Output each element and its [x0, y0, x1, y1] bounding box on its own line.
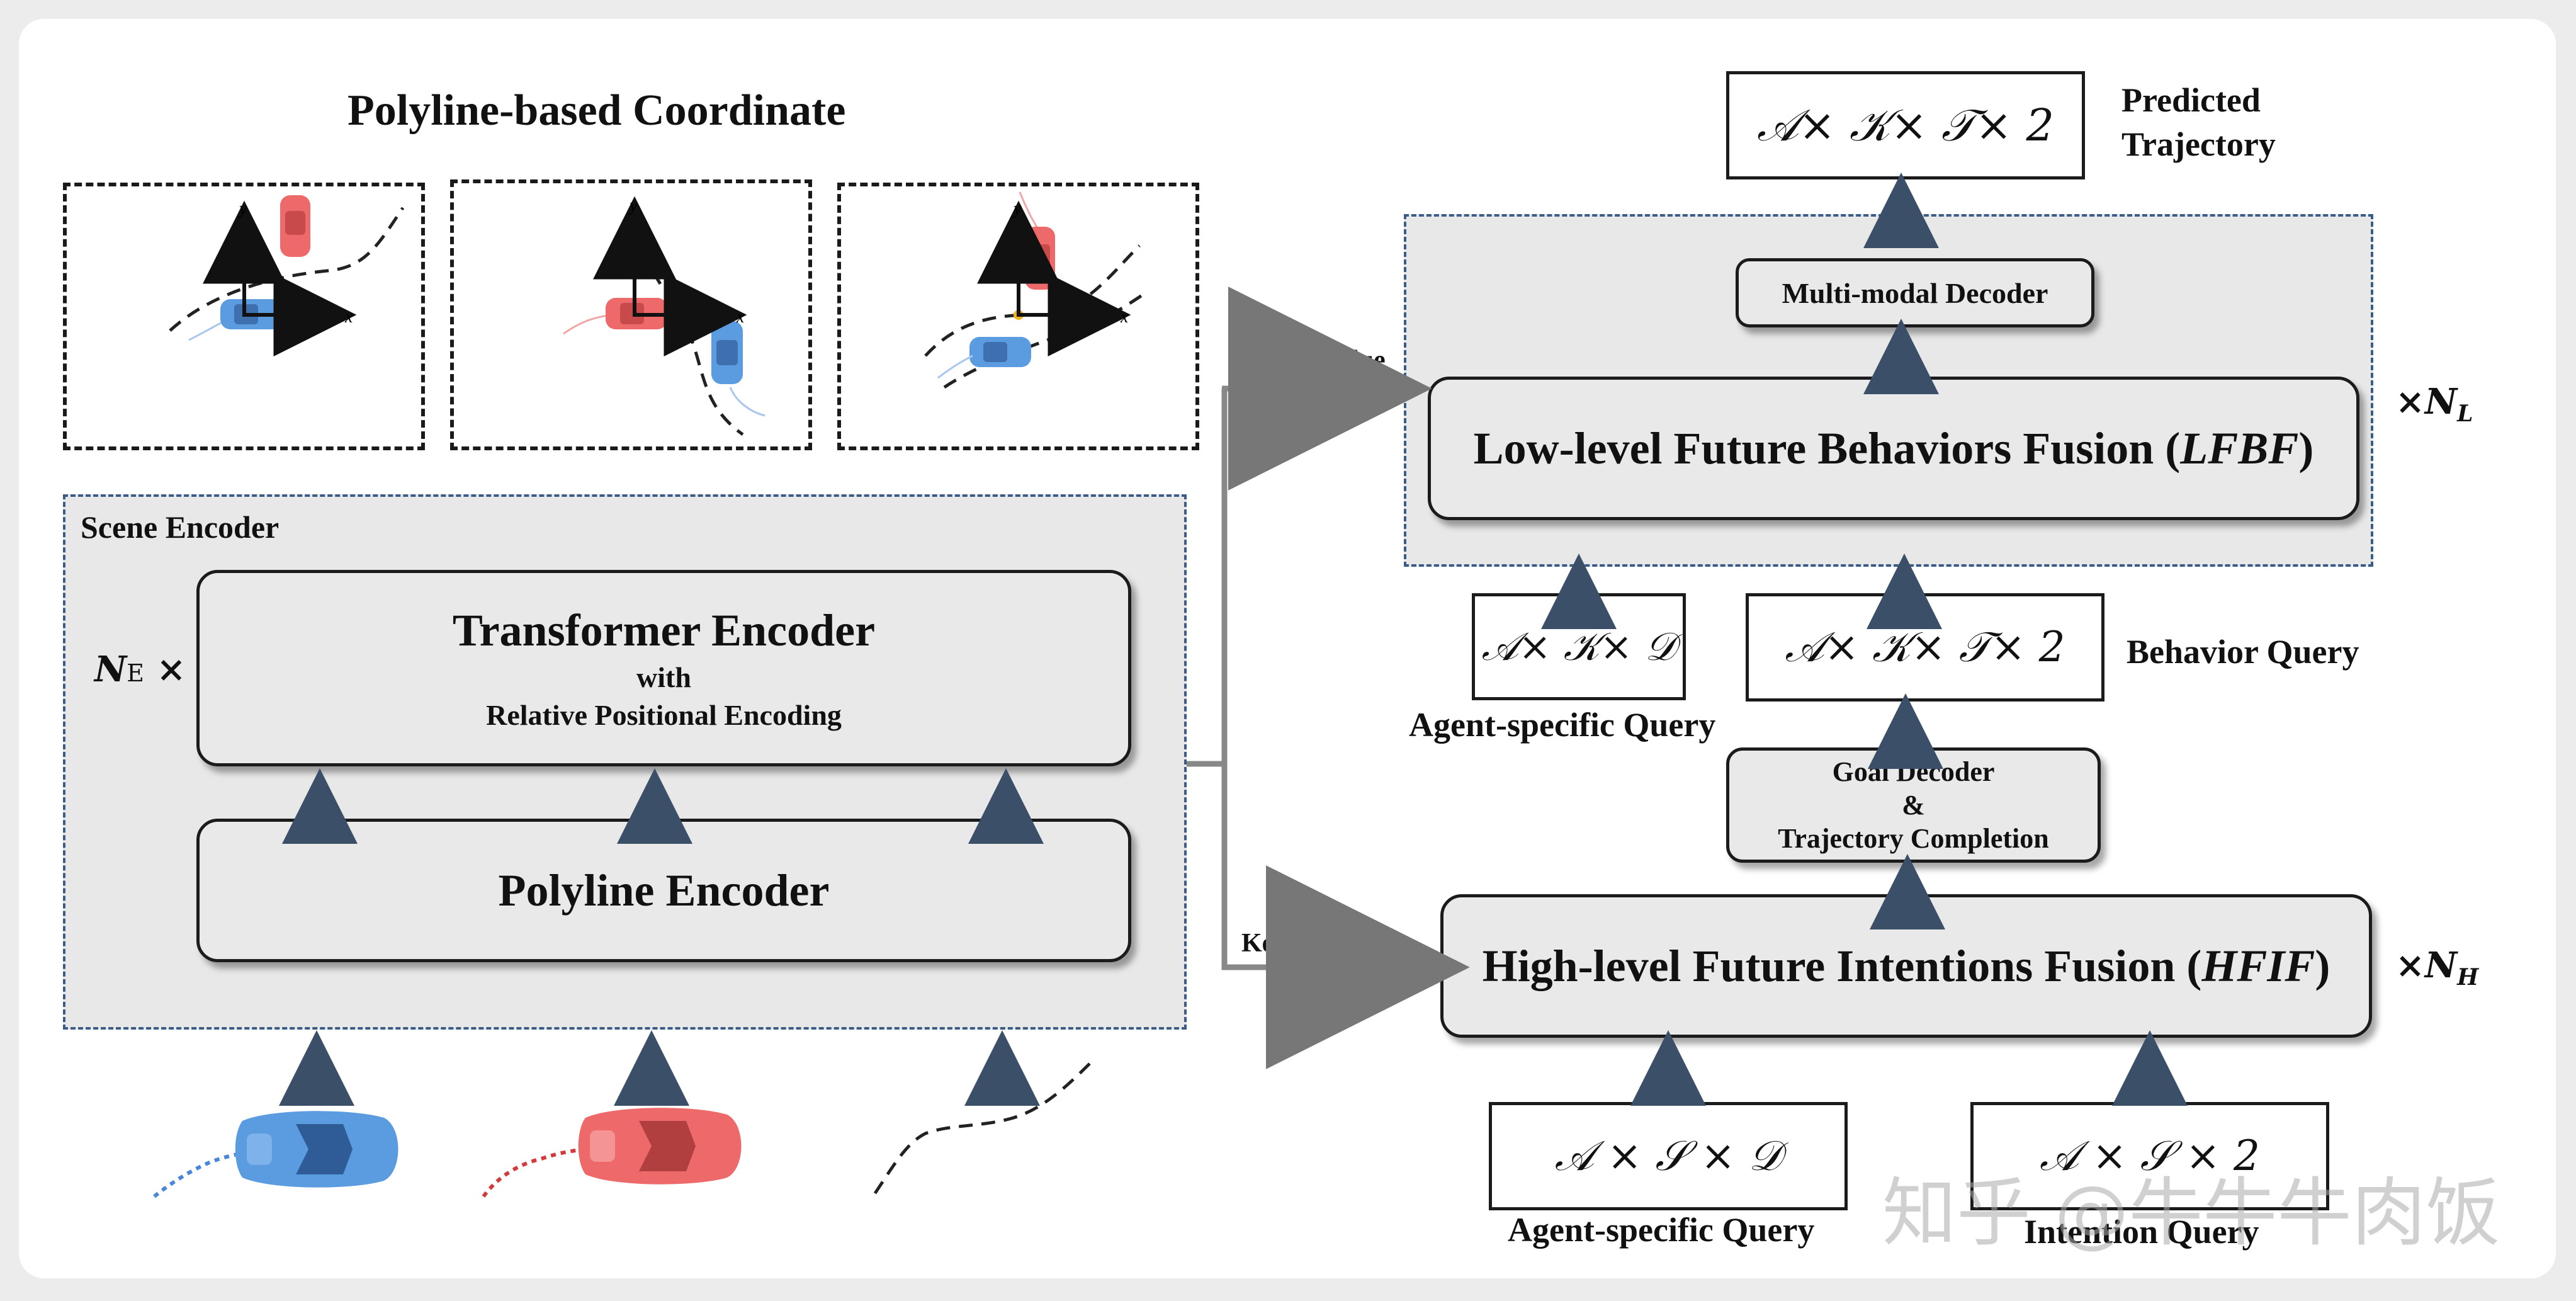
coord-panel-2-drawing [563, 196, 765, 436]
hfif-n: N [2424, 945, 2458, 986]
input-red-car [482, 1108, 742, 1198]
decoder-arrows [1541, 173, 2188, 1106]
hfif-text: High-level Future Intentions Fusion ( [1482, 940, 2202, 991]
multimodal-decoder-label: Multi-modal Decoder [1782, 276, 2048, 309]
input-polyline [873, 1057, 1097, 1195]
predicted-label-line-2: Trajectory [2121, 125, 2276, 163]
repeat-times: × [156, 649, 186, 690]
axis-y-3: y [1012, 199, 1022, 219]
intention-query-box: 𝒜 × 𝒮 × 2 [1970, 1102, 2329, 1210]
hfif-repeat-label: ×NH [2395, 945, 2478, 991]
repeat-sub: E [127, 659, 144, 687]
behavior-query-label: Behavior Query [2127, 633, 2359, 671]
hfif-close: ) [2315, 940, 2330, 991]
coord-panel-1 [63, 183, 425, 450]
hfif-box: High-level Future Intentions Fusion (HFI… [1440, 894, 2372, 1038]
watermark: 知乎 @牛牛牛肉饭 [1882, 1169, 2500, 1256]
lfbf-n-sub: L [2457, 401, 2473, 428]
coord-panel-1-drawing [169, 195, 405, 356]
intention-query-label: Intention Query [2024, 1213, 2259, 1251]
axis-y-1: y [237, 199, 247, 219]
encoder-internal-arrows [279, 768, 1044, 1106]
predicted-trajectory-box: 𝒜× 𝒦× 𝒯× 2 [1726, 71, 2085, 179]
scene-encoder-title: Scene Encoder [81, 509, 280, 545]
goal-line-2: & [1902, 789, 1925, 821]
transformer-encoder-box: Transformer Encoder with Relative Positi… [196, 570, 1131, 766]
input-blue-car [153, 1111, 398, 1198]
lfbf-abbr: LFBF [2180, 423, 2299, 474]
axis-y-2: y [628, 196, 638, 215]
transformer-encoder-sub: Relative Positional Encoding [486, 699, 842, 731]
hfif-times: × [2395, 945, 2425, 986]
predicted-label-line-1: Predicted [2121, 81, 2261, 119]
hfif-abbr: HFIF [2201, 940, 2315, 991]
lfbf-n: N [2424, 381, 2458, 423]
coord-panel-3-drawing [924, 191, 1147, 389]
agent-query-box-s: 𝒜 × 𝒮 × 𝒟 [1489, 1102, 1848, 1210]
hfif-label: High-level Future Intentions Fusion (HFI… [1483, 940, 2330, 992]
polyline-title: Polyline-based Coordinate [347, 86, 846, 135]
agent-query-label-k: Agent-specific Query [1409, 706, 1716, 744]
polyline-encoder-label: Polyline Encoder [498, 865, 830, 916]
lfbf-text: Low-level Future Behaviors Fusion ( [1473, 423, 2181, 474]
axis-x-1: x [344, 307, 353, 327]
goal-line-3: Trajectory Completion [1778, 822, 2049, 854]
key-value-connectors [1187, 287, 1470, 1069]
transformer-encoder-title: Transformer Encoder [452, 605, 876, 656]
axis-x-3: x [1120, 307, 1129, 327]
lfbf-times: × [2395, 381, 2425, 423]
predicted-trajectory-label: Predicted Trajectory [2121, 78, 2276, 166]
hfif-n-sub: H [2457, 964, 2479, 991]
lfbf-repeat-label: ×NL [2395, 381, 2473, 427]
transformer-encoder-with: with [636, 661, 691, 693]
encoder-repeat-label: NE × [94, 649, 186, 690]
multimodal-decoder-box: Multi-modal Decoder [1736, 258, 2094, 327]
lfbf-label: Low-level Future Behaviors Fusion (LFBF) [1474, 423, 2314, 475]
lfbf-close: ) [2298, 423, 2314, 474]
repeat-n: N [94, 649, 127, 690]
agent-query-label-s: Agent-specific Query [1508, 1211, 1815, 1249]
axis-x-2: x [736, 307, 745, 327]
